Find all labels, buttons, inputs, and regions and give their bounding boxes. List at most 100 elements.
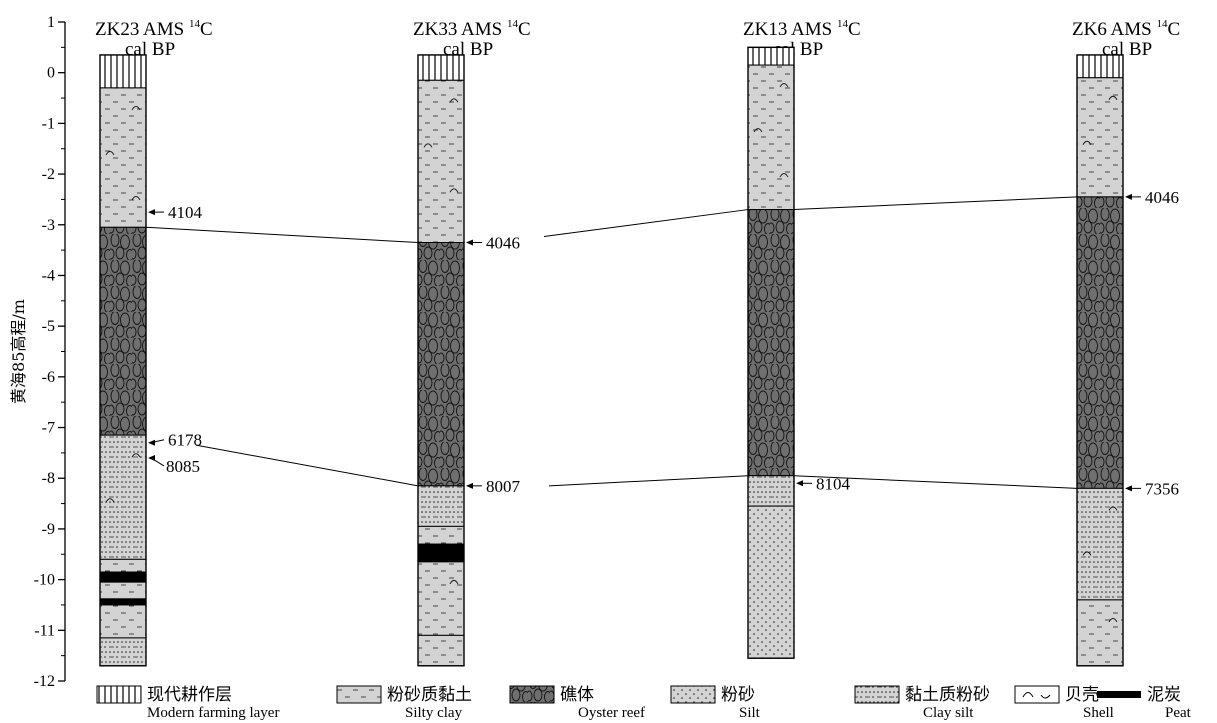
legend-label-cn: 现代耕作层 <box>147 685 232 705</box>
layer-silty-clay <box>417 525 465 545</box>
shell-symbol <box>449 579 459 585</box>
date-arrowhead <box>148 454 155 461</box>
y-tick-label: -2 <box>42 166 55 183</box>
y-tick-label: -1 <box>42 115 55 132</box>
layer-silty-clay <box>1076 77 1124 198</box>
shell-symbol <box>105 150 115 156</box>
correlation-lines <box>145 196 1078 489</box>
borehole-outline <box>417 54 465 667</box>
legend-swatch <box>1014 685 1060 704</box>
date-label: 7356 <box>1145 479 1179 498</box>
legend-swatch <box>336 685 382 704</box>
layer-silty-clay <box>1076 599 1124 667</box>
layer-silt <box>747 505 795 659</box>
layer-silty-clay <box>417 634 465 667</box>
y-tick-label: -7 <box>42 420 55 437</box>
shell-symbol <box>779 83 789 88</box>
layer-silty-clay <box>417 561 465 636</box>
legend-label-en: Modern farming layer <box>147 705 279 721</box>
legend-swatch <box>509 685 555 704</box>
shell-symbol <box>1108 506 1118 511</box>
layer-silty-clay <box>99 581 147 600</box>
correlation-line <box>543 209 749 238</box>
y-tick-label: -3 <box>42 217 55 234</box>
shell-symbol <box>423 143 433 148</box>
legend-label-en: Oyster reef <box>578 705 645 721</box>
layer-clay-silt <box>417 485 465 527</box>
legend-label-en: Shell <box>1083 705 1114 721</box>
date-arrowhead <box>1125 193 1132 200</box>
layer-silty-clay <box>99 87 147 228</box>
layer-silty-clay <box>99 604 147 639</box>
borehole-outline <box>1076 54 1124 667</box>
legend-swatch <box>96 685 142 704</box>
layer-oyster <box>417 242 465 487</box>
y-tick-label: 0 <box>47 65 55 82</box>
layer-oyster <box>747 209 795 477</box>
legend-label-en: Clay silt <box>923 705 974 721</box>
y-tick-label: -12 <box>34 673 55 690</box>
shell-symbol <box>779 173 789 178</box>
shell-symbol <box>753 128 763 133</box>
legend-label-cn: 粉砂 <box>721 685 755 705</box>
y-tick-label: -8 <box>42 470 55 487</box>
correlation-line <box>793 196 1078 211</box>
y-tick-label: 1 <box>47 14 55 31</box>
date-arrowhead <box>796 480 803 487</box>
borehole-header: ZK23 AMS 14C <box>95 18 213 40</box>
legend-swatch <box>670 685 716 704</box>
date-arrowhead <box>1125 485 1132 492</box>
layer-peat <box>99 598 147 606</box>
legend-label-en: Silt <box>739 705 761 721</box>
legend-label-cn: 黏土质粉砂 <box>905 685 990 705</box>
legend-label-cn: 泥炭 <box>1147 685 1181 705</box>
shell-symbol <box>1082 140 1092 145</box>
shell-symbol <box>131 195 141 201</box>
correlation-line <box>195 444 419 487</box>
date-label: 6178 <box>168 431 202 450</box>
layer-oyster <box>1076 196 1124 489</box>
shell-symbol <box>449 188 459 193</box>
date-arrowhead <box>466 482 473 489</box>
legend-swatch <box>1097 691 1141 698</box>
y-axis-label: 黄海85高程/m <box>9 299 28 404</box>
layer-farming <box>1076 54 1124 79</box>
layer-farming <box>99 54 147 89</box>
correlation-line <box>145 226 419 244</box>
layer-clay-silt <box>747 475 795 507</box>
date-label: 8104 <box>816 474 851 493</box>
legend-label-cn: 礁体 <box>560 685 594 705</box>
shell-symbol <box>449 98 459 103</box>
layer-peat <box>417 543 465 563</box>
borehole-header: ZK13 AMS 14C <box>743 18 861 40</box>
correlation-line <box>548 475 749 487</box>
layer-silty-clay <box>99 558 147 573</box>
y-tick-label: -4 <box>42 267 55 284</box>
shell-symbol <box>131 453 141 458</box>
shell-symbol <box>105 498 115 503</box>
layer-clay-silt <box>99 434 147 560</box>
borehole-outline <box>747 46 795 659</box>
legend-swatch <box>854 685 900 704</box>
correlation-line <box>793 475 1078 489</box>
borehole-header: ZK6 AMS 14C <box>1072 18 1180 40</box>
layer-farming <box>747 46 795 66</box>
legend-label-cn: 贝壳 <box>1065 685 1099 705</box>
shell-icon <box>1022 692 1051 699</box>
date-arrowhead <box>466 239 473 246</box>
date-label: 8007 <box>486 477 521 496</box>
y-tick-label: -10 <box>34 572 55 589</box>
shell-symbol <box>1108 95 1118 100</box>
